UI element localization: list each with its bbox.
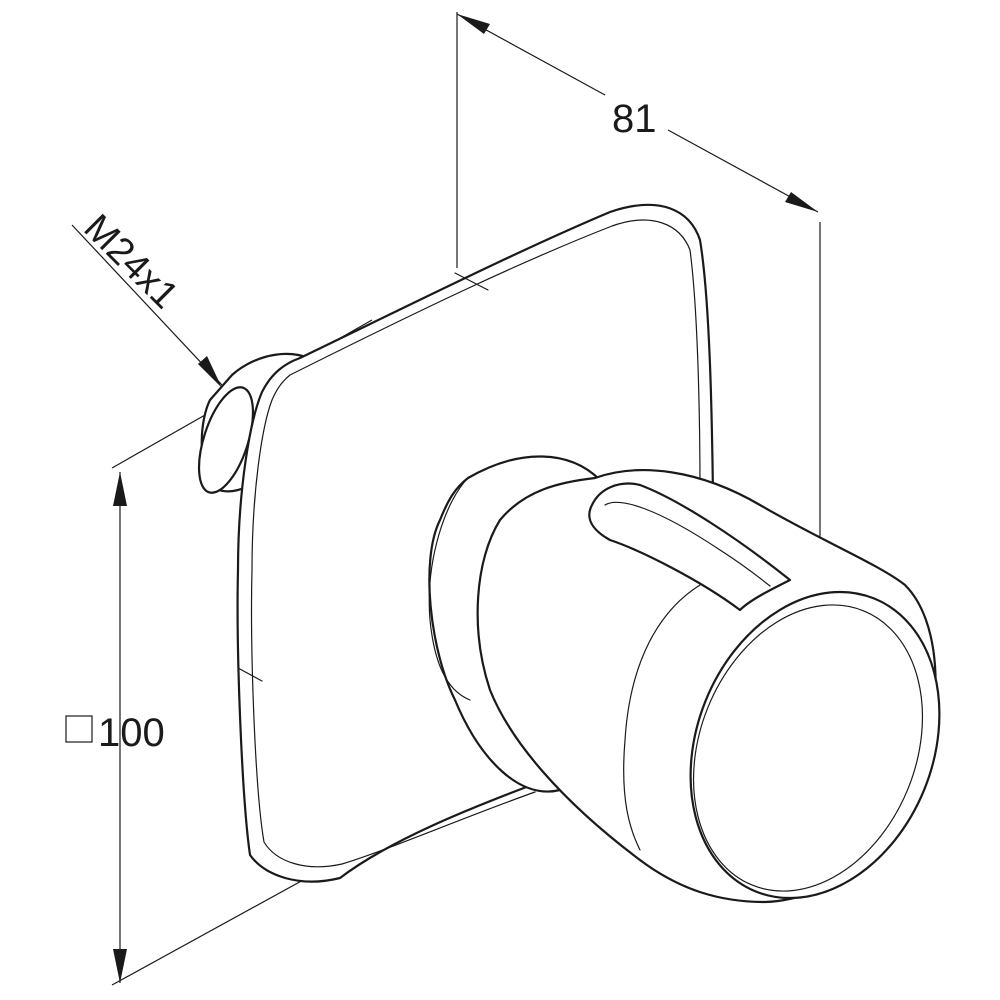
dimension-81: 81 <box>456 13 819 213</box>
arrow-100-top <box>113 472 127 506</box>
dimension-thread: M24x1 <box>71 207 223 388</box>
arrow-100-bottom <box>113 949 127 983</box>
dim-label-100: 100 <box>98 711 165 755</box>
handle-grip-slot-inner <box>604 501 771 587</box>
dimension-100: 100 <box>65 472 165 983</box>
dim-label-81: 81 <box>612 97 657 141</box>
handle-knob <box>476 469 941 904</box>
handle-neck-edge <box>428 477 471 701</box>
cover-plate-seam-top <box>454 272 489 291</box>
handle-knob-face <box>689 590 941 900</box>
arrow-thread <box>198 356 222 388</box>
square-symbol-icon <box>65 715 93 743</box>
cover-plate-inner-bevel <box>250 219 701 868</box>
arrow-81-right <box>785 192 818 212</box>
leader-line-thread <box>71 224 223 386</box>
handle-knob-face-rim <box>692 604 924 892</box>
dim-label-thread: M24x1 <box>76 207 186 317</box>
handle-knob-seam <box>623 584 701 851</box>
handle-grip-slot <box>588 482 792 612</box>
arrow-81-left <box>457 14 490 34</box>
cover-plate-seam-left <box>237 667 263 682</box>
